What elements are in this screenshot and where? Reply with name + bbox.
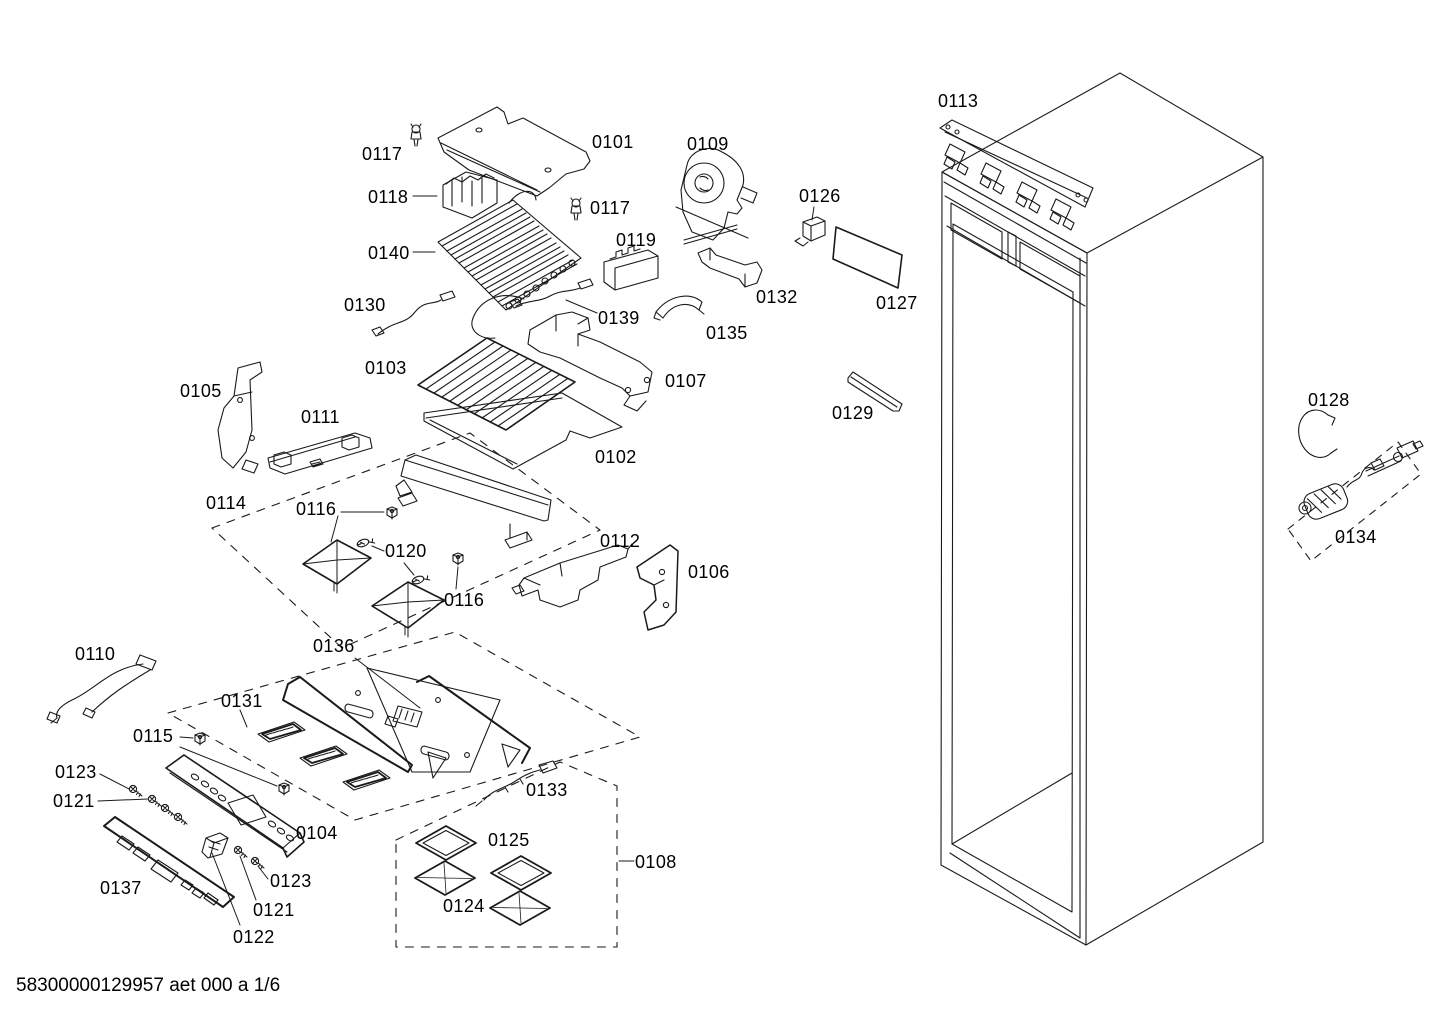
part-0125-frame-right (490, 855, 552, 891)
part-0122-clip (202, 833, 228, 858)
part-0140-evaporator (438, 191, 581, 338)
part-0139-wire (510, 279, 593, 308)
part-0126-clip (795, 217, 825, 246)
part-0105-bracket (218, 362, 262, 473)
part-0134-sensor-assembly (1288, 441, 1423, 561)
part-0114-lamp-rail (396, 455, 551, 548)
part-0136-bracket-assembly (283, 668, 530, 778)
part-0120-bulb-left (355, 535, 376, 550)
part-0130-wire (372, 291, 455, 336)
part-0123-screw-left (128, 784, 143, 798)
dashed-region-0108 (396, 762, 617, 947)
part-0132-bracket (698, 248, 762, 287)
part-0116-lamp-cover-right (372, 582, 444, 637)
part-0115-nut-right (278, 782, 290, 796)
part-0121-screws-left (147, 794, 188, 826)
part-0117-clip-right (570, 197, 582, 221)
part-0137-mask (104, 817, 234, 907)
part-0115-nut-left (194, 732, 206, 746)
part-0123-screw-right (250, 856, 265, 870)
part-0118-finned-spacer (443, 172, 497, 218)
part-0103-heater-grid (418, 338, 575, 430)
part-0129-strip (848, 372, 902, 411)
part-0119-terminal-box (604, 246, 658, 290)
part-0106-plate (637, 545, 678, 630)
part-0112-strip (512, 544, 632, 607)
part-0135-handle (654, 296, 704, 320)
part-0128-ring-clamp (1299, 410, 1337, 457)
part-0109-fan (676, 148, 757, 244)
leader-lines (98, 196, 814, 925)
part-0133-wire (476, 761, 557, 806)
part-0127-panel (833, 227, 902, 288)
part-0102-tray (424, 393, 622, 469)
part-0116-nut-bottom (452, 552, 464, 566)
part-0124-pad-right (489, 890, 551, 926)
part-0116-lamp-cover-left (303, 540, 371, 593)
doc-code: 58300000129957 aet 000 a 1/6 (16, 975, 281, 996)
cabinet-outline (941, 73, 1263, 945)
part-0104-control-panel (166, 755, 304, 857)
dashed-region-0136 (168, 632, 640, 820)
part-0117-clip-left (410, 123, 422, 147)
part-0111-board (268, 433, 372, 474)
part-0113-mounting-rail (940, 120, 1093, 231)
part-0121-screw-right (233, 845, 248, 859)
part-0101-cover-plate (438, 107, 590, 196)
part-0116-nut-top (386, 506, 398, 520)
part-0125-frame-left (415, 825, 477, 861)
dashed-region-0114 (212, 433, 600, 648)
part-0124-pad-left (414, 860, 476, 896)
part-0110-wires (47, 655, 156, 723)
part-0107-air-duct (528, 312, 652, 411)
